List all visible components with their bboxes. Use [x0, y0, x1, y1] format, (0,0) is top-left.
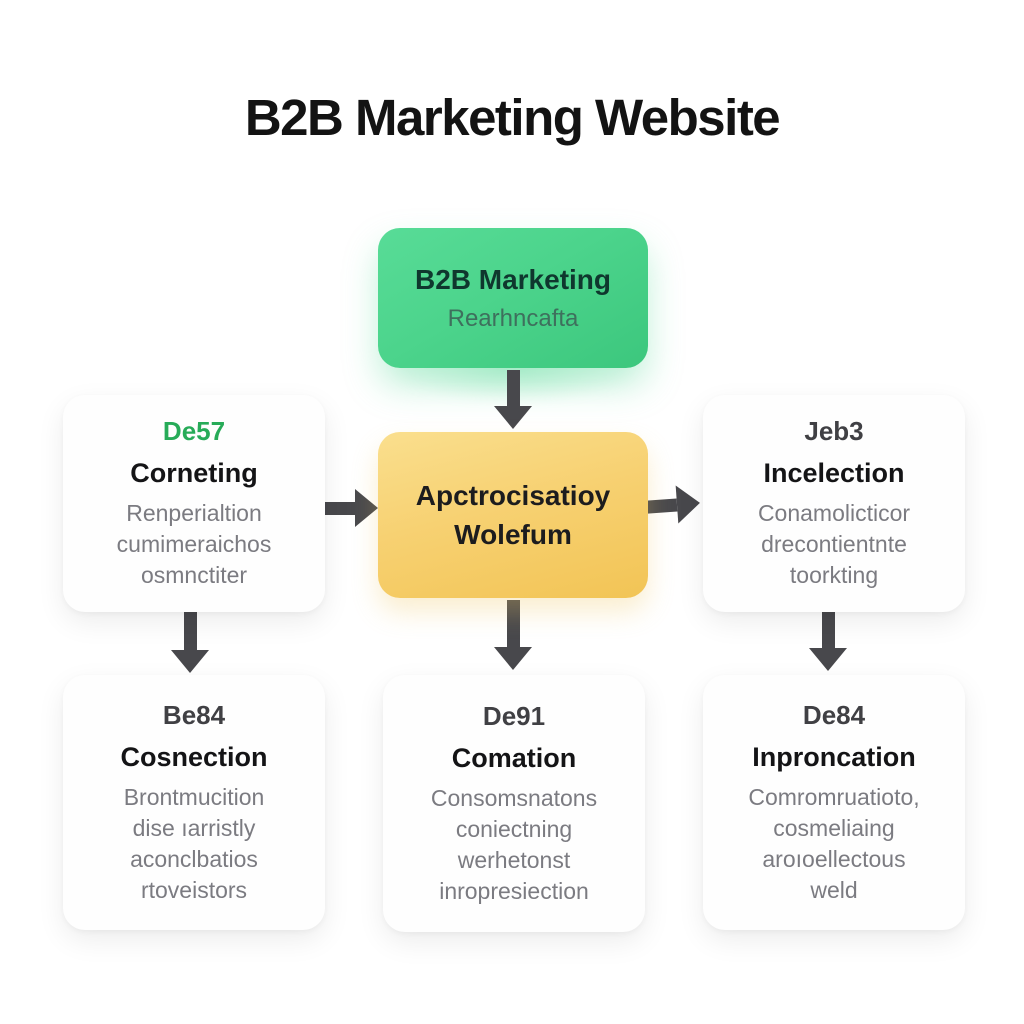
- center-node-process: Apctrocisatioy Wolefum: [378, 432, 648, 598]
- card-body-line: Conamolicticor: [757, 500, 911, 526]
- arrow-root-to-center: [494, 370, 532, 429]
- arrow-head-down-icon: [171, 650, 209, 673]
- card-heading: Corneting: [130, 458, 258, 488]
- center-node-line1: Apctrocisatioy: [415, 480, 611, 511]
- card-code: De91: [482, 700, 546, 731]
- card-heading: Inproncation: [752, 741, 916, 772]
- card-body-line: rtoveistors: [140, 876, 248, 903]
- arrow-shaft: [320, 501, 355, 515]
- card-body-line: toorkting: [789, 562, 879, 588]
- card-code: De84: [802, 699, 866, 730]
- card-code: Be84: [162, 699, 226, 730]
- arrow-head-down-icon: [809, 648, 847, 671]
- root-node-subtitle: Rearhncafta: [447, 304, 579, 332]
- card-body-line: cosmeliaing: [773, 814, 895, 841]
- arrow-head-right-icon: [355, 489, 378, 527]
- card-body-line: Brontmucition: [123, 783, 265, 810]
- card-body-line: Comromruatioto,: [748, 783, 920, 810]
- card-left: De57 Corneting Renperialtion cumimeraich…: [63, 395, 325, 612]
- arrow-head-down-icon: [494, 647, 532, 670]
- card-bottom-right: De84 Inproncation Comromruatioto, cosmel…: [703, 675, 965, 930]
- center-node-line2: Wolefum: [454, 519, 572, 550]
- arrow-head-down-icon: [494, 406, 532, 429]
- root-node-b2b-marketing: B2B Marketing Rearhncafta: [378, 228, 648, 368]
- card-body-line: weld: [810, 876, 858, 903]
- card-body-line: drecontientnte: [761, 531, 907, 557]
- card-right: Jeb3 Incelection Conamolicticor dreconti…: [703, 395, 965, 612]
- page-title: B2B Marketing Website: [244, 89, 781, 146]
- arrow-center-to-right: [639, 483, 702, 526]
- card-body-line: werhetonst: [457, 846, 571, 873]
- card-body-line: coniectning: [455, 815, 573, 842]
- arrow-shaft: [183, 610, 197, 650]
- arrow-head-right-icon: [675, 483, 702, 524]
- arrow-center-to-bottom-center: [494, 600, 532, 670]
- arrow-right-to-bottom-right: [809, 608, 847, 671]
- card-body-line: dise ıarristly: [132, 814, 256, 841]
- arrow-left-to-bottom-left: [171, 610, 209, 673]
- root-node-title: B2B Marketing: [414, 263, 612, 295]
- card-heading: Comation: [451, 742, 577, 773]
- card-body-line: Consomsnatons: [430, 784, 598, 811]
- card-body-line: cumimeraichos: [116, 531, 272, 557]
- card-body-line: aconclbatios: [130, 845, 258, 872]
- card-body-line: osmnctiter: [140, 562, 248, 588]
- card-heading: Incelection: [763, 458, 905, 488]
- card-heading: Cosnection: [120, 741, 268, 772]
- arrow-shaft: [506, 600, 520, 647]
- card-body-line: Renperialtion: [126, 500, 262, 526]
- arrow-shaft: [506, 370, 520, 406]
- card-code: Jeb3: [804, 416, 864, 446]
- card-code: De57: [162, 416, 226, 446]
- arrow-left-to-center: [320, 489, 378, 527]
- arrow-shaft: [821, 608, 835, 648]
- card-body-line: aroıoellectous: [762, 845, 906, 872]
- card-bottom-left: Be84 Cosnection Brontmucition dise ıarri…: [63, 675, 325, 930]
- card-bottom-center: De91 Comation Consomsnatons coniectning …: [383, 675, 645, 932]
- card-body-line: inropresiection: [439, 877, 589, 904]
